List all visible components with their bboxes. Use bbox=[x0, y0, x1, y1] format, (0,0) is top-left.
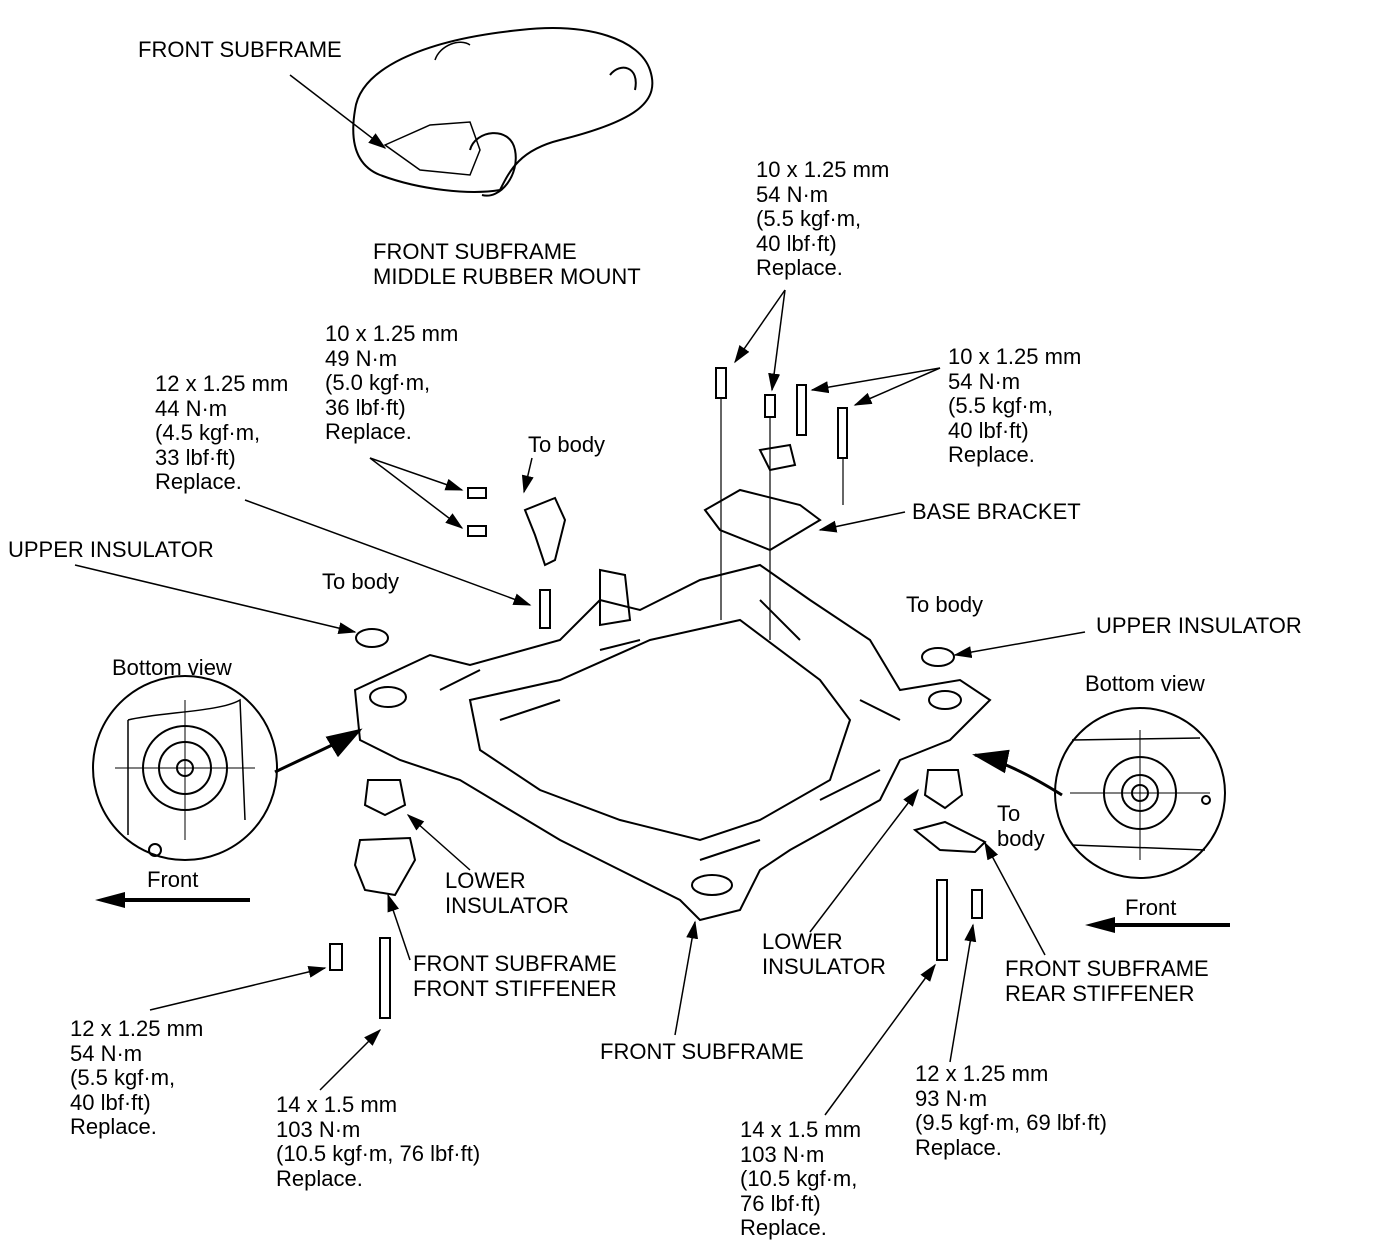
subframe-body bbox=[353, 563, 992, 922]
car-wheel-rear-icon bbox=[609, 66, 637, 91]
lower-insulator-left bbox=[363, 779, 407, 817]
front-stiffener bbox=[353, 836, 417, 897]
label-to-body-left: To body bbox=[322, 569, 400, 594]
label-upper-insulator-right: UPPER INSULATOR bbox=[1096, 613, 1302, 638]
leader-lines bbox=[74, 74, 1086, 1116]
bolts bbox=[329, 367, 983, 1019]
upper-insulator-right bbox=[921, 647, 955, 667]
label-bottom-view-left: Bottom view bbox=[112, 655, 232, 680]
base-bracket bbox=[703, 488, 822, 552]
front-arrow-left-icon bbox=[95, 892, 250, 908]
label-base-bracket: BASE BRACKET bbox=[912, 499, 1081, 524]
lower-insulator-right bbox=[923, 769, 964, 810]
car-subframe-icon bbox=[383, 121, 481, 176]
car-wheel-icon bbox=[469, 132, 517, 197]
label-to-body-right: To body bbox=[906, 592, 984, 617]
label-front-right: Front bbox=[1125, 895, 1177, 920]
label-to-body-middle: To body bbox=[528, 432, 606, 457]
middle-rubber-mount bbox=[523, 496, 567, 567]
upper-insulator-left bbox=[355, 628, 389, 648]
label-car-front-subframe: FRONT SUBFRAME bbox=[138, 37, 342, 62]
rear-stiffener bbox=[912, 820, 987, 854]
label-front-subframe-main: FRONT SUBFRAME bbox=[600, 1039, 804, 1064]
front-bushing-left bbox=[369, 686, 407, 708]
subframe-inner bbox=[468, 618, 852, 842]
label-upper-insulator-left: UPPER INSULATOR bbox=[8, 537, 214, 562]
label-bottom-view-right: Bottom view bbox=[1085, 671, 1205, 696]
car-outline bbox=[352, 27, 654, 193]
rear-bushing-right bbox=[928, 690, 962, 710]
label-front-left: Front bbox=[147, 867, 199, 892]
bottom-view-left-circle bbox=[92, 675, 278, 861]
bottom-view-right-circle bbox=[1054, 707, 1226, 879]
front-arrow-right-icon bbox=[1085, 917, 1230, 933]
